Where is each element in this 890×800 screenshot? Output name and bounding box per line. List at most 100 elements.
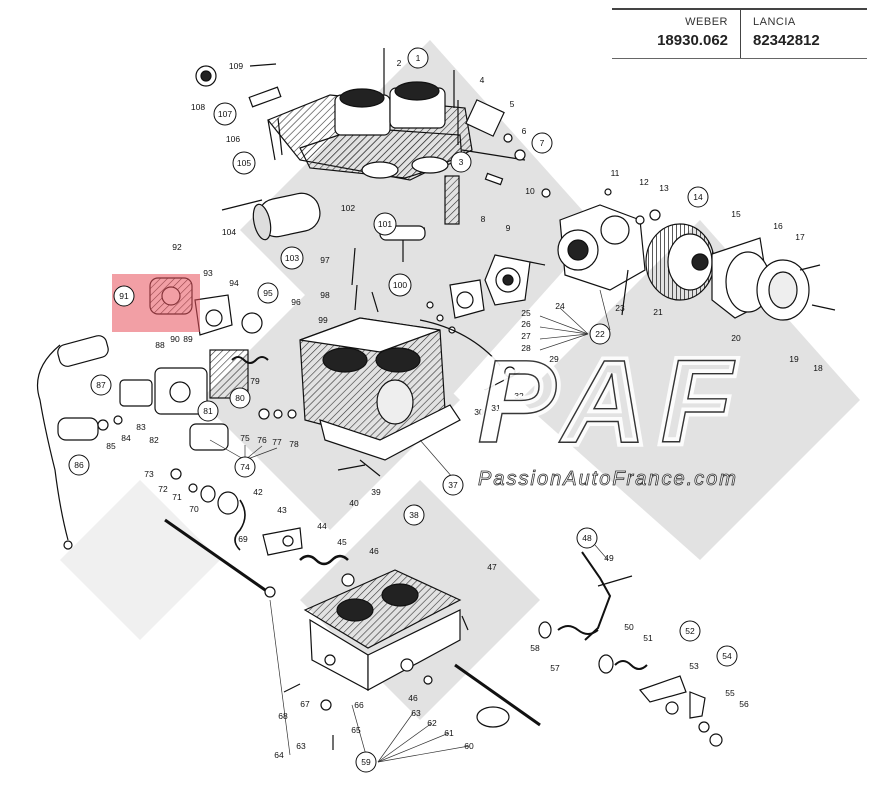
callout-circle (213, 102, 237, 126)
callout-circle (576, 527, 598, 549)
paf-watermark-logo: PAF PAF PassionAutoFrance.com (473, 332, 737, 491)
callout-number: 92 (172, 242, 182, 252)
callout-number: 26 (521, 319, 531, 329)
callout-62: 62 (427, 718, 437, 728)
callout-number: 17 (795, 232, 805, 242)
callout-number: 24 (555, 301, 565, 311)
callout-42: 42 (253, 487, 263, 497)
callout-number: 93 (203, 268, 213, 278)
callout-number: 78 (289, 439, 299, 449)
weber-column: WEBER 18930.062 (612, 10, 741, 58)
callout-68: 68 (278, 711, 288, 721)
callout-66: 66 (354, 700, 364, 710)
callout-29: 29 (549, 354, 559, 364)
callout-38: 38 (403, 504, 425, 526)
callout-71: 71 (172, 492, 182, 502)
callout-15: 15 (731, 209, 741, 219)
lancia-column: LANCIA 82342812 (741, 10, 867, 58)
callout-number: 45 (337, 537, 347, 547)
callout-57: 57 (550, 663, 560, 673)
callout-59: 59 (355, 751, 377, 773)
callout-number: 62 (427, 718, 437, 728)
callout-number: 76 (257, 435, 267, 445)
callout-number: 47 (487, 562, 497, 572)
callout-number: 23 (615, 303, 625, 313)
callout-number: 54 (722, 651, 732, 661)
callout-number: 84 (121, 433, 131, 443)
callout-number: 66 (354, 700, 364, 710)
callout-30: 30 (474, 407, 484, 417)
callout-3: 3 (450, 151, 472, 173)
callout-64: 64 (274, 750, 284, 760)
callout-56: 56 (739, 699, 749, 709)
weber-label: WEBER (685, 16, 728, 28)
callout-54: 54 (716, 645, 738, 667)
callout-number: 107 (218, 109, 232, 119)
callout-number: 8 (481, 214, 486, 224)
callout-number: 16 (773, 221, 783, 231)
callout-number: 67 (300, 699, 310, 709)
callout-50: 50 (624, 622, 634, 632)
callout-number: 15 (731, 209, 741, 219)
callout-number: 14 (693, 192, 703, 202)
callout-17: 17 (795, 232, 805, 242)
callout-number: 9 (506, 223, 511, 233)
callout-95: 95 (257, 282, 279, 304)
callout-16: 16 (773, 221, 783, 231)
callout-number: 96 (291, 297, 301, 307)
callout-49: 49 (604, 553, 614, 563)
callout-6: 6 (522, 126, 527, 136)
callout-circle (280, 246, 304, 270)
callout-22: 22 (589, 323, 611, 345)
callout-number: 71 (172, 492, 182, 502)
callout-90: 90 (170, 334, 180, 344)
callout-number: 56 (739, 699, 749, 709)
callout-number: 91 (119, 291, 129, 301)
callout-number: 13 (659, 183, 669, 193)
callout-108: 108 (191, 102, 205, 112)
callout-53: 53 (689, 661, 699, 671)
weber-part-number: 18930.062 (657, 32, 728, 49)
callout-number: 46 (369, 546, 379, 556)
callout-number: 2 (397, 58, 402, 68)
callout-19: 19 (789, 354, 799, 364)
callout-88: 88 (155, 340, 165, 350)
callout-44: 44 (317, 521, 327, 531)
callout-number: 75 (240, 433, 250, 443)
callout-number: 82 (149, 435, 159, 445)
callout-74: 74 (234, 456, 256, 478)
callout-number: 109 (229, 61, 243, 71)
callout-81: 81 (197, 400, 219, 422)
lancia-label: LANCIA (753, 16, 796, 28)
callout-46: 46 (408, 693, 418, 703)
callout-number: 27 (521, 331, 531, 341)
callout-18: 18 (813, 363, 823, 373)
callout-number: 50 (624, 622, 634, 632)
callout-number: 70 (189, 504, 199, 514)
callout-number: 100 (393, 280, 407, 290)
callout-92: 92 (172, 242, 182, 252)
callout-number: 5 (510, 99, 515, 109)
callout-number: 98 (320, 290, 330, 300)
callout-number: 86 (74, 460, 84, 470)
callout-number: 63 (411, 708, 421, 718)
callout-number: 97 (320, 255, 330, 265)
callout-circle (355, 751, 377, 773)
callout-23: 23 (615, 303, 625, 313)
throttle-shaft-group (164, 468, 355, 598)
callout-106: 106 (226, 134, 240, 144)
callout-98: 98 (320, 290, 330, 300)
callout-number: 73 (144, 469, 154, 479)
callout-number: 95 (263, 288, 273, 298)
callout-number: 60 (464, 741, 474, 751)
callout-circle (589, 323, 611, 345)
callout-number: 106 (226, 134, 240, 144)
callout-number: 72 (158, 484, 168, 494)
callout-69: 69 (238, 534, 248, 544)
callout-number: 37 (448, 480, 458, 490)
callout-105: 105 (232, 151, 256, 175)
callout-93: 93 (203, 268, 213, 278)
callout-number: 29 (549, 354, 559, 364)
callout-75: 75 (240, 433, 250, 443)
